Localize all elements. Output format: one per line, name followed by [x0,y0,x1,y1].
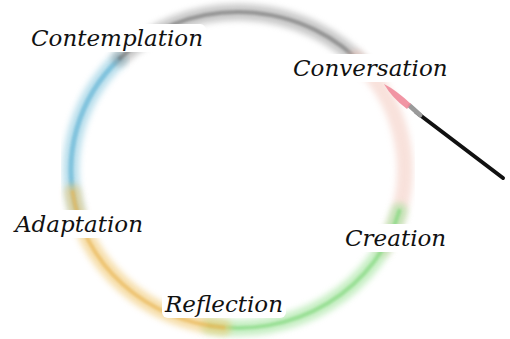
stage-label: Conversation [290,54,451,82]
brush-ferrule [410,106,420,115]
stage-label: Creation [342,224,449,252]
brush-tip [384,84,411,109]
stage-label: Reflection [162,290,286,318]
stage-label: Contemplation [28,24,206,52]
paintbrush [384,84,503,178]
stage-label: Adaptation [12,210,146,238]
brush-handle [416,112,503,178]
